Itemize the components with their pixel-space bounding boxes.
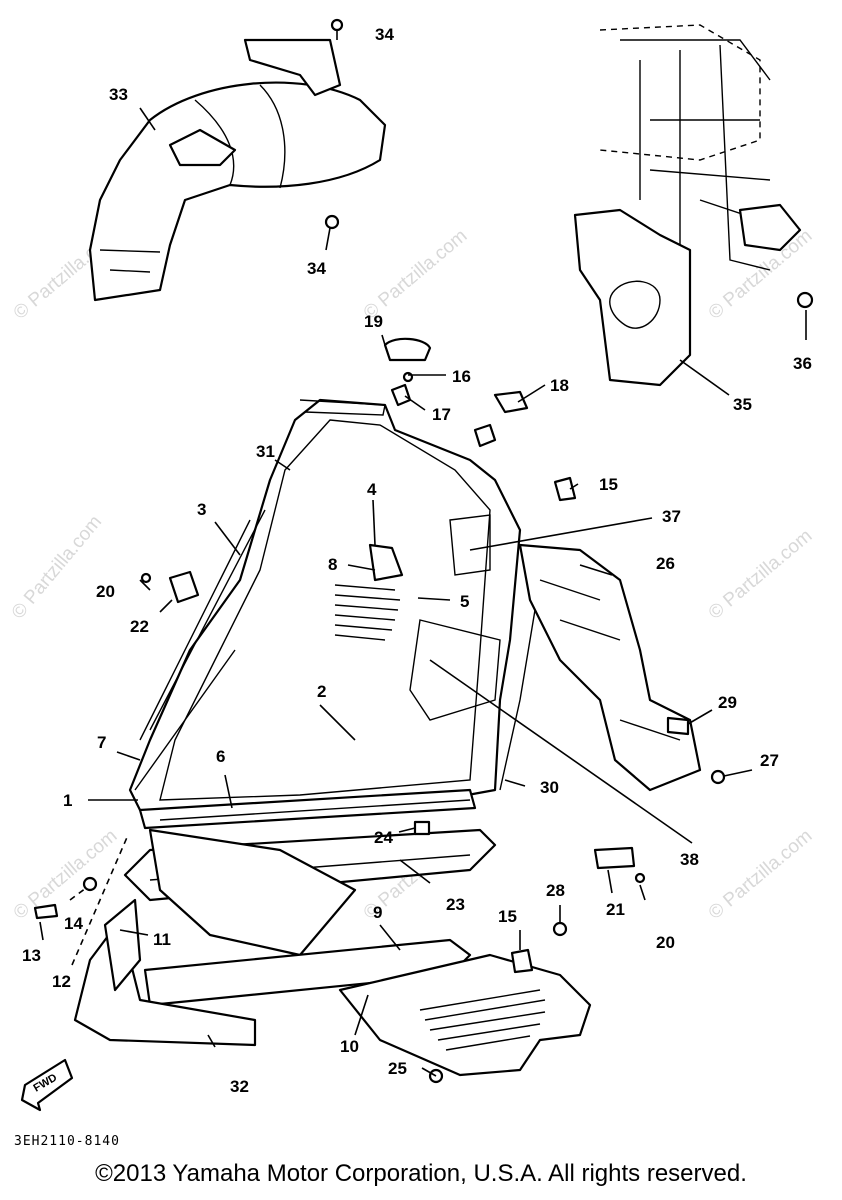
watermark: © Partzilla.com bbox=[705, 525, 817, 623]
callout-25: 25 bbox=[388, 1059, 407, 1078]
callout-9: 9 bbox=[373, 903, 382, 922]
callout-4: 4 bbox=[367, 480, 377, 499]
callout-34: 34 bbox=[375, 25, 394, 44]
inner-panel-drawing bbox=[518, 543, 702, 792]
callout-15: 15 bbox=[599, 475, 618, 494]
callout-37: 37 bbox=[662, 507, 681, 526]
callout-27: 27 bbox=[760, 751, 779, 770]
callout-24: 24 bbox=[374, 828, 393, 847]
callout-19: 19 bbox=[364, 312, 383, 331]
callout-20: 20 bbox=[656, 933, 675, 952]
callout-6: 6 bbox=[216, 747, 225, 766]
frame-bracket-drawing bbox=[573, 24, 802, 387]
callout-1: 1 bbox=[63, 791, 72, 810]
leader-lines bbox=[39, 30, 807, 1077]
callout-23: 23 bbox=[446, 895, 465, 914]
callout-30: 30 bbox=[540, 778, 559, 797]
trim-strips-drawing bbox=[134, 399, 477, 830]
watermark: © Partzilla.com bbox=[8, 512, 106, 624]
callout-10: 10 bbox=[340, 1037, 359, 1056]
callout-13: 13 bbox=[22, 946, 41, 965]
callout-11: 11 bbox=[153, 930, 171, 949]
watermark: © Partzilla.com bbox=[705, 825, 817, 923]
callout-36: 36 bbox=[793, 354, 812, 373]
callout-29: 29 bbox=[718, 693, 737, 712]
fwd-arrow: FWD bbox=[20, 1058, 74, 1112]
callout-8: 8 bbox=[328, 555, 337, 574]
callout-32: 32 bbox=[230, 1077, 249, 1096]
callout-3: 3 bbox=[197, 500, 206, 519]
callout-5: 5 bbox=[460, 592, 469, 611]
watermark: © Partzilla.com bbox=[360, 225, 472, 323]
callout-2: 2 bbox=[317, 682, 326, 701]
callouts: 1 2 3 4 5 6 7 8 9 10 11 12 13 14 15 15 1… bbox=[22, 25, 812, 1096]
callout-26: 26 bbox=[656, 554, 675, 573]
rear-fender-drawing bbox=[88, 38, 387, 302]
callout-34: 34 bbox=[307, 259, 326, 278]
watermark: © Partzilla.com bbox=[10, 825, 122, 923]
callout-33: 33 bbox=[109, 85, 128, 104]
floor-panels-drawing bbox=[73, 828, 592, 1077]
copyright-notice: ©2013 Yamaha Motor Corporation, U.S.A. A… bbox=[95, 1160, 747, 1187]
diagram-code: 3EH2110-8140 bbox=[14, 1134, 120, 1149]
callout-35: 35 bbox=[733, 395, 752, 414]
leg-shield-drawing bbox=[128, 398, 536, 822]
callout-31: 31 bbox=[256, 442, 275, 461]
callout-12: 12 bbox=[52, 972, 71, 991]
callout-20: 20 bbox=[96, 582, 115, 601]
callout-16: 16 bbox=[452, 367, 471, 386]
callout-7: 7 bbox=[97, 733, 106, 752]
callout-18: 18 bbox=[550, 376, 569, 395]
callout-14: 14 bbox=[64, 914, 83, 933]
callout-21: 21 bbox=[606, 900, 625, 919]
callout-22: 22 bbox=[130, 617, 149, 636]
callout-28: 28 bbox=[546, 881, 565, 900]
callout-15: 15 bbox=[498, 907, 517, 926]
callout-17: 17 bbox=[432, 405, 451, 424]
callout-38: 38 bbox=[680, 850, 699, 869]
